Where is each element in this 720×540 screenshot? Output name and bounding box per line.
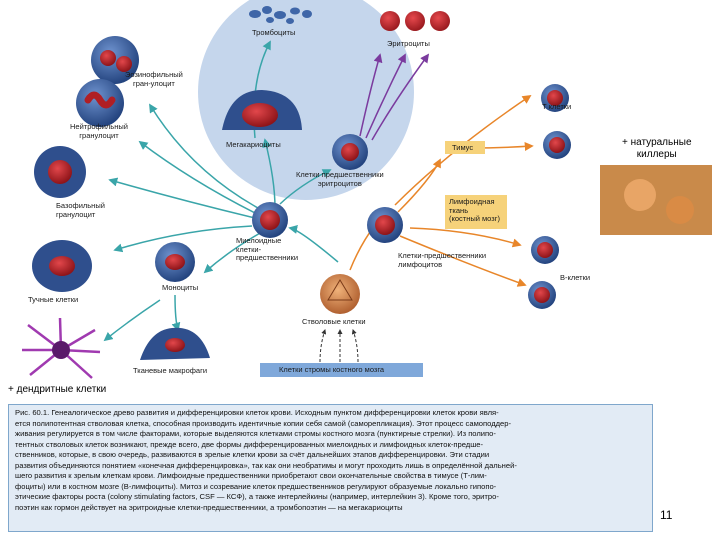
caption-line: фоциты) или в костном мозге (В-лимфоциты…: [15, 481, 497, 491]
caption-line: ственников, которые, в свою очередь, раз…: [15, 450, 490, 459]
label-lymphoid-precursors-line2: лимфоцитов: [398, 259, 443, 269]
label-neutrophil-line1: Нейтрофильный: [70, 122, 128, 131]
caption-line: развития объединяются понятием «конечная…: [15, 460, 517, 470]
label-lymphoid-tissue-line1: Лимфоидная: [449, 197, 495, 206]
mast-cell: [32, 240, 92, 292]
neutrophil-cell: [76, 79, 124, 127]
caption-line: поэтин как гормон действует на эритроидн…: [15, 502, 403, 512]
t-cells: [541, 84, 571, 159]
nk-note: + натуральные киллеры: [622, 137, 692, 161]
label-mast-cells: Тучные клетки: [28, 295, 79, 304]
thrombocytes-cells: [249, 6, 312, 24]
erythroid-precursor-cell: [332, 134, 368, 170]
label-megakaryocytes: Мегакариоциты: [226, 140, 281, 149]
basophil-cell: [34, 146, 86, 198]
label-lymphoid-tissue: Лимфоидная ткань (костный мозг): [449, 197, 500, 224]
caption-line: Рис. 60.1. Генеалогическое древо развити…: [15, 408, 499, 417]
lymphoid-tissue-box: [445, 195, 507, 229]
page-number: 11: [660, 508, 673, 522]
label-b-cells: В-клетки: [560, 273, 591, 282]
label-neutrophil: Нейтрофильный гранулоцит: [70, 122, 128, 140]
label-erythroid-precursors-line1: Клетки предшественники: [296, 170, 384, 179]
monocyte-cell: [155, 242, 195, 282]
label-myeloid-line3: предшественники: [236, 253, 299, 262]
erythroid-arrows: [359, 53, 430, 141]
caption-line: ется полипотентная стволовая клетка, спо…: [15, 418, 512, 428]
label-basophil-line2: гранулоцит: [56, 209, 96, 219]
label-erythrocytes: Эритроциты: [387, 39, 430, 48]
myeloid-arrows: [103, 40, 339, 342]
nk-note-line1: + натуральные: [622, 137, 692, 148]
caption-line: тентных стволовых клеток возникают, преж…: [15, 439, 484, 449]
caption-line: этические факторы роста (colony stimulat…: [15, 492, 499, 501]
label-erythroid-precursors-line2: эритроцитов: [317, 178, 362, 188]
macrophage-cell: [140, 327, 210, 360]
caption-line: живания регулируется в том числе фактора…: [15, 429, 496, 438]
label-myeloid-line1: Миелоидные: [236, 236, 282, 245]
label-monocytes: Моноциты: [162, 283, 199, 292]
label-myeloid-line2: клетки-: [236, 244, 262, 254]
erythrocytes-cells: [380, 11, 450, 31]
label-erythroid-precursors: Клетки предшественники эритроцитов: [296, 170, 384, 188]
label-lymphoid-tissue-line3: (костный мозг): [449, 214, 500, 223]
b-cells: [528, 236, 559, 309]
label-eosinophil: Эозинофильный гран-улоцит: [125, 70, 183, 88]
label-eosinophil-line1: Эозинофильный: [125, 70, 183, 79]
label-eosinophil-line2: гран-улоцит: [132, 78, 175, 88]
label-lymphoid-precursors-line1: Клетки-предшественники: [398, 251, 487, 260]
megakaryocyte-cell: [222, 90, 302, 130]
thymus-box: [445, 141, 485, 154]
nk-cells-picture: [600, 165, 712, 235]
label-neutrophil-line2: гранулоцит: [79, 130, 119, 140]
caption-line: шего развития к зрелым клеткам крови. Ли…: [15, 471, 487, 480]
lymphoid-precursor-cell: [367, 207, 403, 243]
nk-note-line2: киллеры: [636, 149, 677, 160]
stroma-arrows: [319, 329, 359, 363]
figure-caption: Рис. 60.1. Генеалогическое древо развити…: [8, 404, 653, 532]
dendritic-note: + дендритные клетки: [8, 384, 107, 395]
label-thrombocytes: Тромбоциты: [252, 28, 296, 37]
label-myeloid: Миелоидные клетки- предшественники: [236, 236, 299, 263]
caption-background: [8, 404, 653, 532]
label-lymphoid-precursors: Клетки-предшественники лимфоцитов: [398, 251, 487, 269]
label-macrophages: Тканевые макрофаги: [133, 366, 208, 375]
label-basophil: Базофильный гранулоцит: [56, 201, 105, 219]
label-basophil-line1: Базофильный: [56, 201, 105, 210]
myeloid-precursor-cell: [252, 202, 288, 238]
label-stem-cells: Стволовые клетки: [302, 317, 366, 326]
dendritic-cell-picture: [20, 315, 102, 385]
stroma-box: [260, 363, 423, 377]
label-lymphoid-tissue-line2: ткань: [449, 205, 469, 215]
label-stroma: Клетки стромы костного мозга: [279, 365, 385, 374]
stem-cell: [320, 274, 360, 314]
label-thymus: Тимус: [452, 143, 474, 152]
eosinophil-cell: [91, 36, 139, 84]
label-t-cells: Т клетки: [542, 102, 572, 111]
